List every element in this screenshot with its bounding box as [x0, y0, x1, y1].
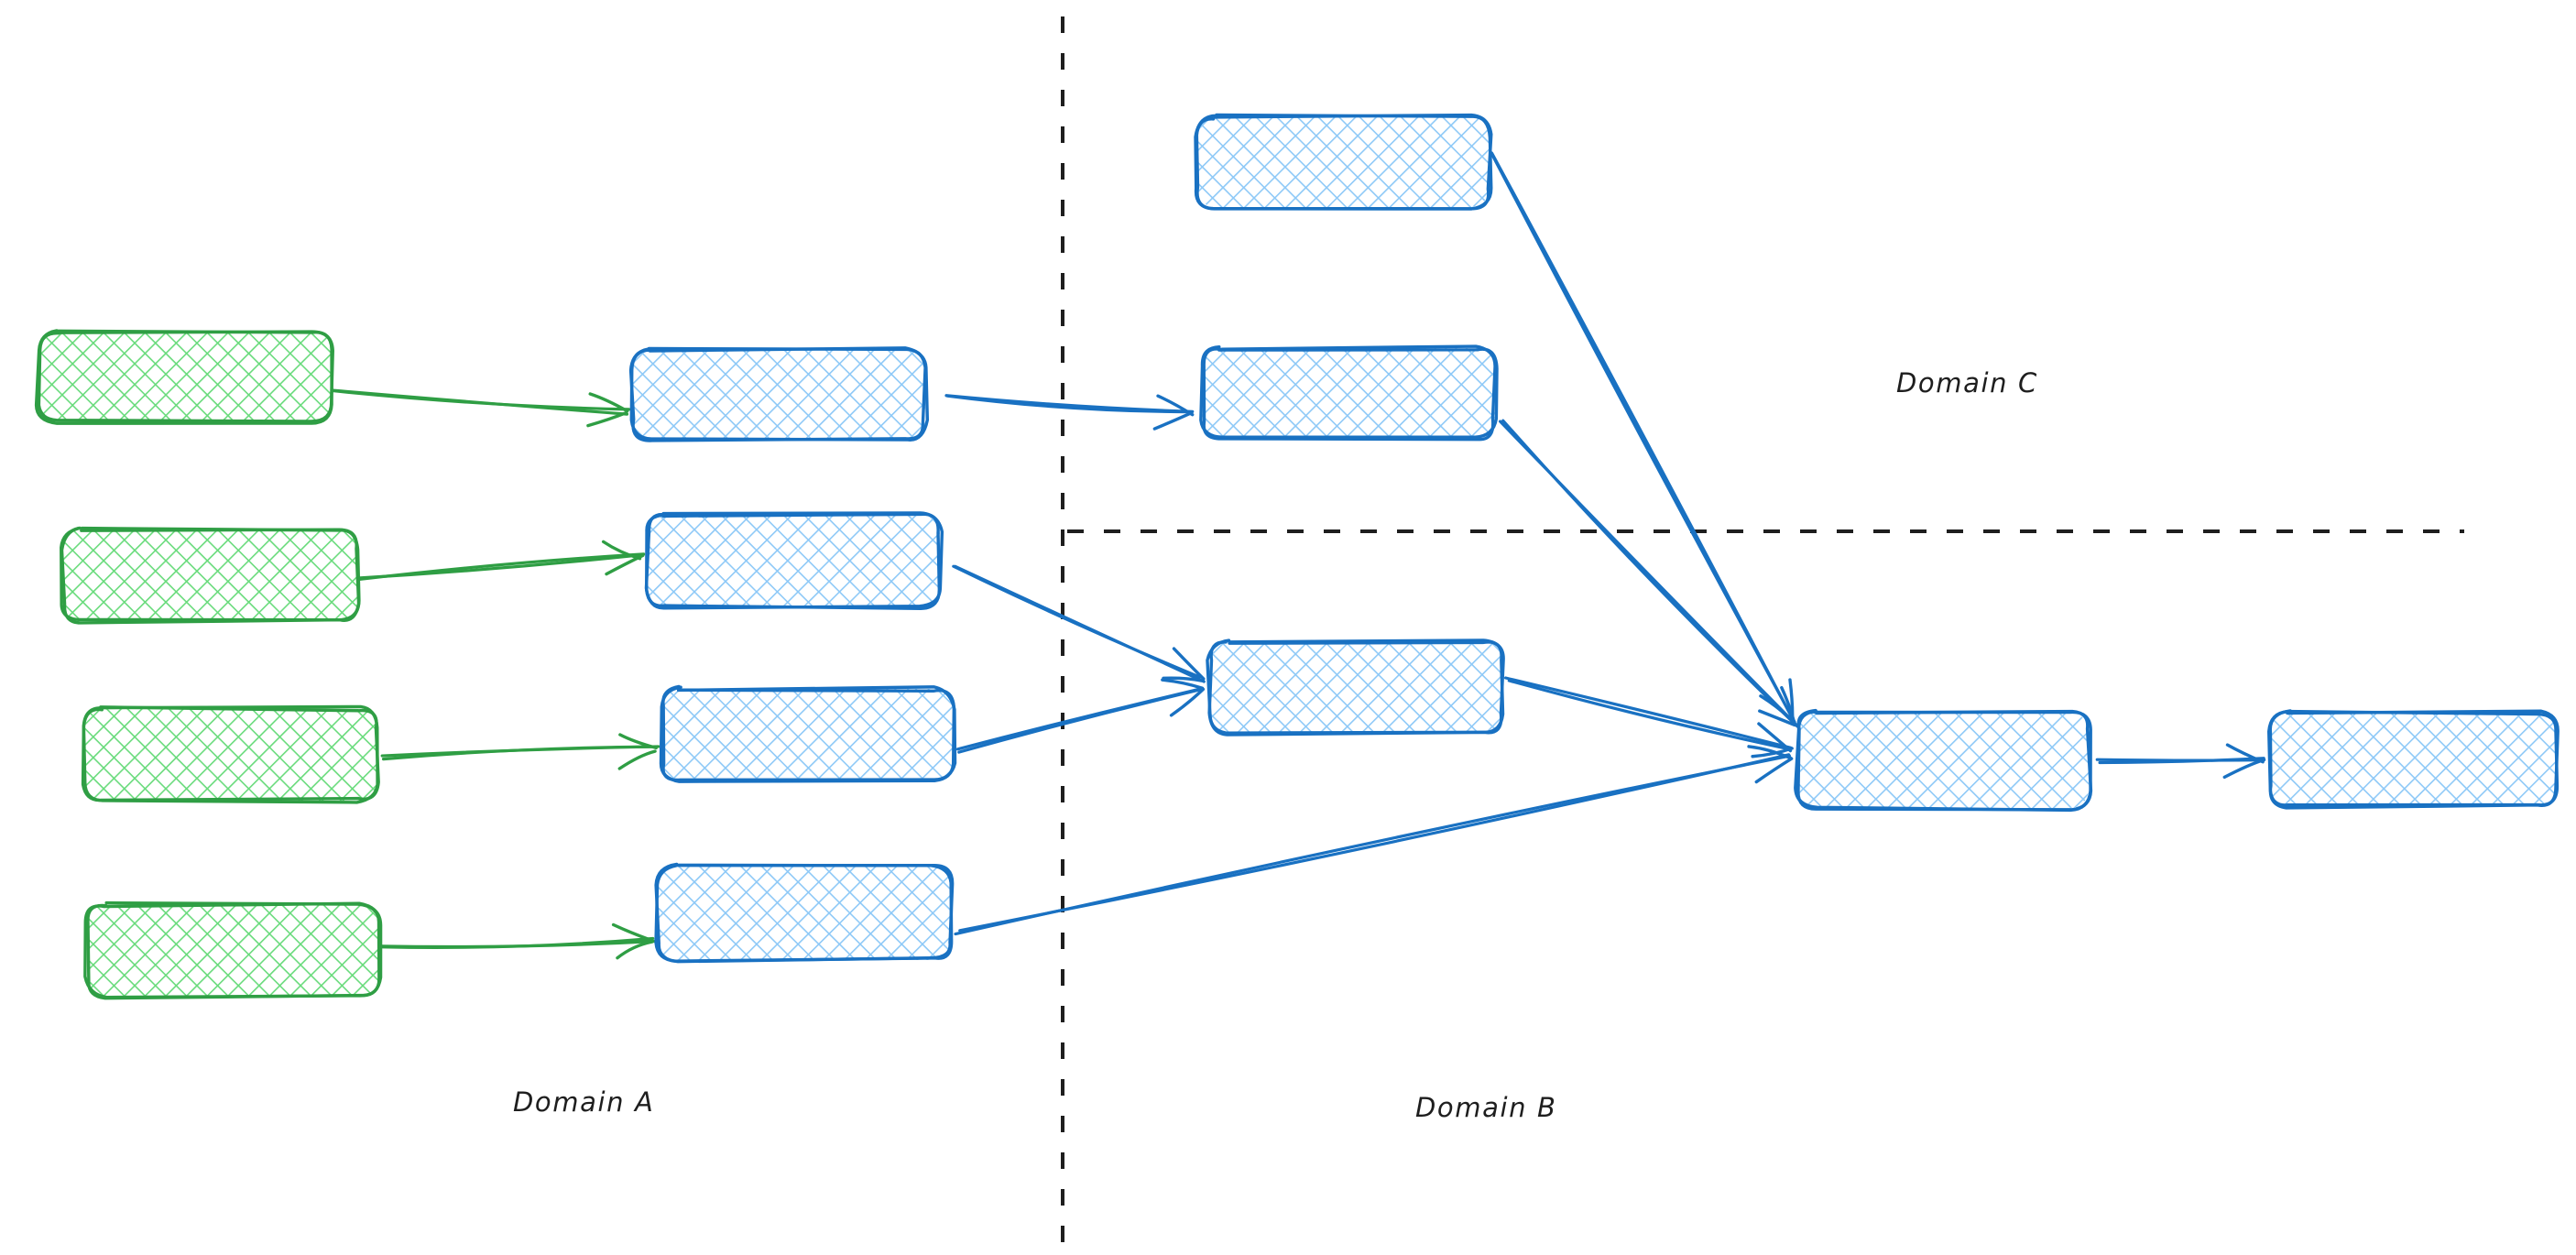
divider-layer: [1061, 16, 2464, 1244]
node-outline: [1195, 113, 1493, 211]
arrowhead-stroke: [616, 940, 654, 960]
node-out[interactable]: [2267, 709, 2560, 810]
edge-c1-to-hub: [1490, 151, 1796, 724]
arrowhead-stroke: [588, 392, 629, 413]
edge-stroke: [2095, 758, 2265, 762]
node-fill: [1209, 641, 1502, 733]
arrowhead-stroke: [2222, 758, 2266, 780]
label-domain-c: Domain C: [1896, 367, 2038, 398]
arrowhead-stroke: [1780, 685, 1796, 726]
node-c2[interactable]: [1199, 344, 1499, 442]
node-fill: [1196, 117, 1490, 207]
arrowhead-stroke: [1754, 757, 1794, 784]
node-a4[interactable]: [83, 900, 383, 1000]
arrowhead-stroke: [1172, 647, 1206, 681]
node-fill: [658, 867, 951, 960]
edge-a4-to-b4: [379, 922, 656, 960]
node-outline: [628, 346, 927, 442]
node-fill: [84, 709, 377, 801]
edge-a1-to-b1: [331, 388, 631, 428]
node-b2[interactable]: [644, 511, 944, 610]
arrowhead-stroke: [586, 410, 628, 428]
node-outline: [60, 526, 361, 622]
node-fill: [647, 515, 940, 606]
node-a2[interactable]: [60, 526, 361, 625]
edge-stroke: [1507, 679, 1792, 751]
edge-stroke: [955, 687, 1201, 751]
node-fill: [87, 905, 378, 997]
node-a1[interactable]: [34, 329, 334, 425]
node-a3[interactable]: [81, 704, 380, 804]
edge-stroke: [331, 388, 631, 411]
edge-stroke: [380, 936, 655, 949]
edge-stroke: [380, 745, 660, 758]
edge-stroke: [954, 754, 1792, 936]
edge-b4-to-hub: [954, 745, 1794, 936]
node-c1[interactable]: [1194, 113, 1493, 211]
arrowhead-stroke: [1161, 678, 1205, 691]
node-hub[interactable]: [1794, 708, 2093, 813]
label-domain-b: Domain B: [1415, 1092, 1556, 1123]
edge-stroke: [1503, 676, 1793, 749]
node-b4[interactable]: [654, 862, 955, 964]
arrowhead-stroke: [1152, 410, 1194, 431]
node-outline: [37, 330, 334, 423]
node-outline: [1206, 638, 1505, 735]
node-outline: [645, 512, 941, 610]
node-outline: [1202, 344, 1497, 442]
node-b1[interactable]: [628, 346, 930, 442]
arrowhead-stroke: [611, 922, 652, 942]
node-outline: [654, 863, 954, 963]
edge-stroke: [954, 564, 1206, 683]
node-fill: [632, 350, 925, 440]
node-fill: [1797, 713, 2089, 808]
node-fill: [2270, 713, 2558, 806]
node-fill: [38, 332, 332, 421]
edge-a3-to-b3: [380, 733, 660, 770]
arrowhead-stroke: [1758, 709, 1796, 727]
edge-stroke: [356, 553, 641, 580]
arrowhead-stroke: [2225, 743, 2265, 764]
arrowhead-stroke: [1156, 394, 1195, 417]
edge-b2-to-c3: [952, 564, 1206, 683]
edge-b3-to-c3: [955, 678, 1206, 754]
node-layer: [34, 113, 2560, 1000]
node-outline: [1796, 708, 2093, 812]
edge-c2-to-hub: [1498, 419, 1799, 728]
edge-stroke: [944, 394, 1195, 413]
label-domain-a: Domain A: [513, 1086, 654, 1118]
arrowhead-stroke: [605, 553, 645, 576]
node-outline: [83, 901, 381, 999]
arrowhead-stroke: [617, 749, 657, 770]
edge-stroke: [1490, 151, 1795, 722]
node-b3[interactable]: [659, 684, 957, 783]
edge-hub-to-out: [2095, 743, 2266, 780]
edge-layer: [331, 151, 2266, 960]
node-fill: [661, 689, 953, 780]
arrowhead-stroke: [618, 733, 658, 750]
arrowhead-stroke: [1162, 676, 1204, 682]
node-outline: [82, 704, 379, 804]
arrowhead-stroke: [1747, 745, 1793, 760]
node-fill: [1202, 348, 1495, 438]
edge-a2-to-b2: [356, 540, 646, 581]
label-layer: Domain A Domain B Domain C: [513, 367, 2038, 1123]
arrowhead-stroke: [1169, 687, 1206, 717]
node-c3[interactable]: [1206, 638, 1505, 737]
edge-stroke: [1498, 420, 1798, 726]
node-fill: [62, 529, 357, 621]
node-outline: [2268, 709, 2560, 810]
node-outline: [661, 684, 957, 782]
arrowhead-stroke: [601, 540, 642, 561]
edge-c3-to-hub: [1503, 676, 1794, 758]
edge-b1-to-c2: [944, 394, 1195, 431]
arrowhead-stroke: [1757, 722, 1793, 753]
